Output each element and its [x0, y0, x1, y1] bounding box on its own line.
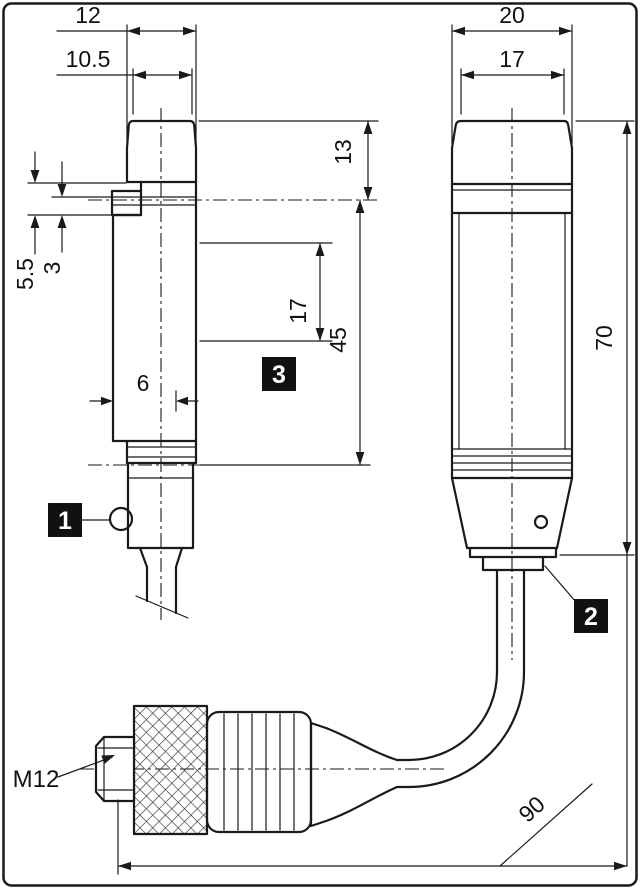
- dim-side-width-inner: 10.5: [56, 46, 193, 115]
- cable-vertical: [495, 568, 526, 674]
- side-body-left: [111, 213, 143, 443]
- dim-offset-a-label: 5.5: [12, 258, 38, 290]
- front-collar: [450, 476, 574, 550]
- dim-side-offsets: 5.5 3: [12, 151, 127, 290]
- dim-front-width-inner-label: 17: [499, 46, 525, 72]
- clamp-screw: [108, 506, 134, 532]
- dim-side-width-label: 12: [75, 2, 101, 28]
- front-body-inner-lines: [458, 212, 566, 450]
- front-body-edges: [450, 182, 574, 480]
- connector-label-group: M12: [13, 755, 115, 793]
- knurled-nut: [132, 704, 209, 836]
- dim-body-length-label: 45: [325, 327, 351, 353]
- front-view: [450, 119, 574, 572]
- dim-nut-width-label: 6: [137, 370, 150, 396]
- dim-side-width-inner-label: 10.5: [66, 46, 111, 72]
- callout-1: 1: [48, 503, 111, 537]
- front-ring-lines: [451, 448, 573, 471]
- dim-side-nut-width: 6: [89, 370, 199, 412]
- callout-2-number: 2: [584, 603, 598, 631]
- side-cable: [145, 565, 178, 615]
- dim-front-width: 20: [451, 2, 573, 145]
- dim-front-width-inner: 17: [460, 46, 565, 115]
- side-view: [108, 119, 198, 619]
- connector-label: M12: [13, 766, 60, 793]
- dim-offset-b-label: 3: [39, 262, 65, 275]
- dim-side-thread-length: 17: [199, 242, 333, 342]
- dim-front-height-label: 70: [591, 325, 617, 351]
- dim-side-head-height: 13: [198, 120, 379, 201]
- side-cable-break-line: [135, 595, 189, 619]
- callout-3-box: [262, 357, 296, 391]
- side-slot-lines: [111, 196, 197, 206]
- callout-2: 2: [544, 565, 608, 633]
- cable-assembly: [94, 568, 526, 836]
- dim-front-height: 70: [559, 120, 635, 867]
- callout-2-box: [574, 599, 608, 633]
- front-nub-upper: [468, 546, 558, 559]
- side-cable-boot: [138, 546, 184, 569]
- dim-thread-length-label: 17: [285, 298, 311, 324]
- connector-grip-ribs: [223, 713, 295, 831]
- side-lower-step: [111, 439, 198, 465]
- callout-3: 3: [262, 357, 296, 391]
- collar-hole: [533, 514, 549, 530]
- callout-1-number: 1: [58, 507, 72, 535]
- dim-front-width-label: 20: [499, 2, 525, 28]
- side-lower-slot-lines: [126, 446, 197, 458]
- dim-head-height-label: 13: [330, 139, 356, 165]
- dim-side-width: 12: [56, 2, 197, 145]
- callout-1-box: [48, 503, 82, 537]
- thread-lines: [97, 736, 135, 802]
- dim-side-body-length: 45: [199, 199, 371, 466]
- cable-horizontal: [395, 758, 411, 789]
- thread-stub: [94, 735, 136, 803]
- cable-bend: [407, 670, 526, 789]
- callout-3-number: 3: [272, 361, 286, 389]
- front-nub-lower: [481, 555, 545, 572]
